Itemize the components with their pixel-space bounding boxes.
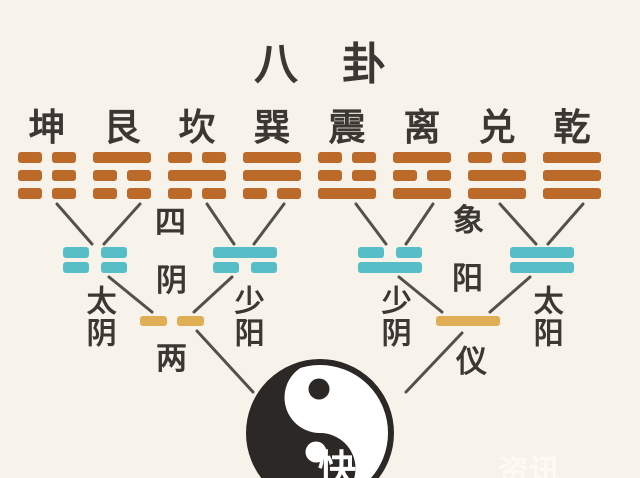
trigram-symbol-qian xyxy=(543,152,601,206)
label-shaoyang: 少阳 xyxy=(228,285,264,349)
line-symbol-yin xyxy=(140,316,204,326)
digram-symbol-taiyin xyxy=(63,247,127,277)
trigram-symbol-zhen xyxy=(318,152,376,206)
trigram-name-zhen: 震 xyxy=(328,106,366,149)
trigram-symbol-gen xyxy=(93,152,151,206)
trigram-symbol-kan xyxy=(168,152,226,206)
trigram-name-kan: 坎 xyxy=(178,106,216,149)
trigram-name-gen: 艮 xyxy=(103,106,141,149)
trigram-name-qian: 乾 xyxy=(553,106,591,149)
trigram-name-li: 离 xyxy=(403,106,441,149)
label-taiyin: 太阴 xyxy=(80,285,116,349)
trigram-name-kun: 坤 xyxy=(28,106,66,149)
trigram-symbol-dui xyxy=(468,152,526,206)
digram-symbol-shaoyang xyxy=(213,247,277,277)
label-xiang: 象 xyxy=(453,203,484,239)
label-yin: 阴 xyxy=(156,263,187,299)
trigram-symbol-xun xyxy=(243,152,301,206)
watermark-text-ghost: 资讯 xyxy=(498,454,560,478)
watermark-text: 快 xyxy=(318,447,357,478)
label-shaoyin: 少阴 xyxy=(375,285,411,349)
trigram-name-dui: 兑 xyxy=(478,106,516,149)
label-yang: 阳 xyxy=(452,261,483,297)
taiji-yinyang-icon xyxy=(246,359,394,478)
line-symbol-yang xyxy=(436,316,500,326)
label-taiyang: 太阳 xyxy=(527,285,563,349)
label-liang: 两 xyxy=(156,341,187,377)
trigram-name-xun: 巽 xyxy=(253,106,291,149)
label-yi: 仪 xyxy=(456,344,487,380)
digram-symbol-taiyang xyxy=(510,247,574,277)
trigram-symbol-kun xyxy=(18,152,76,206)
page-title: 八卦 xyxy=(254,39,430,90)
digram-symbol-shaoyin xyxy=(358,247,422,277)
label-four: 四 xyxy=(155,205,186,241)
trigram-symbol-li xyxy=(393,152,451,206)
